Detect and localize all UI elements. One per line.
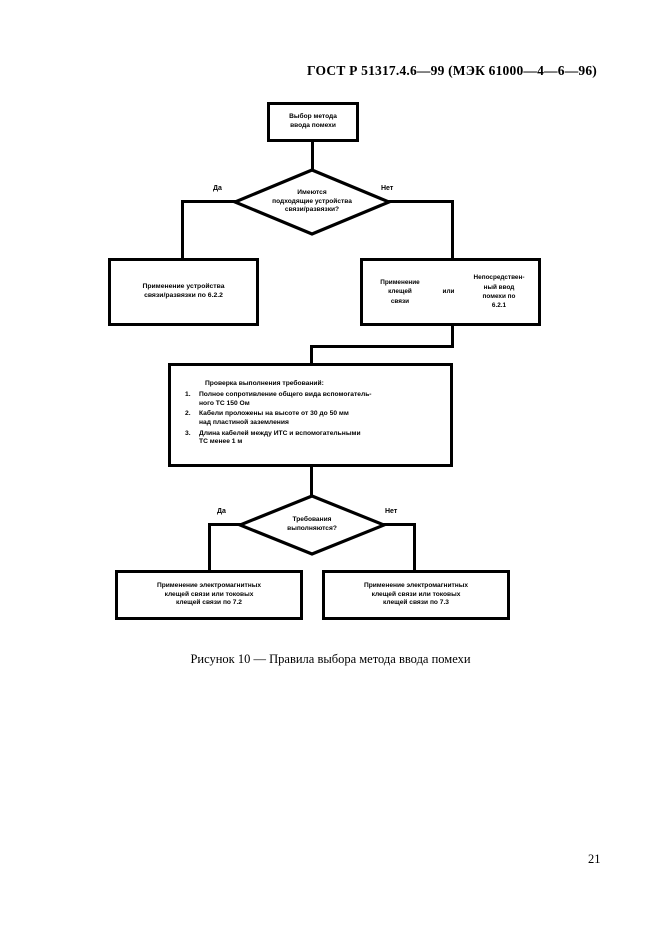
flow-node-result-clause-7-2: Применение электромагнитных клещей связи… — [115, 570, 303, 620]
start-line-1: Выбор метода — [289, 113, 337, 121]
figure-caption: Рисунок 10 — Правила выбора метода ввода… — [190, 652, 471, 666]
diamond-shape-icon — [233, 168, 391, 236]
requirement-line-2: ТС менее 1 м — [199, 438, 243, 446]
connector-into-check-box — [310, 345, 313, 365]
check-box-requirements-list: 1. Полное сопротивление общего вида вспо… — [185, 391, 450, 447]
page-number: 21 — [588, 852, 601, 866]
clamp-conjunction: или — [442, 288, 455, 296]
check-requirement-item: 3. Длина кабелей между ИТС и вспомогател… — [185, 430, 450, 448]
connector-clamp-left — [310, 345, 454, 348]
clamp-left-line-2: клещей — [388, 288, 412, 296]
connector-decision2-no-vertical — [413, 523, 416, 572]
result-left-line-2: клещей связи или токовых — [164, 590, 254, 598]
clamp-right-line-1: Непосредствен- — [473, 274, 525, 282]
requirement-number: 1. — [185, 391, 191, 399]
coupling-line-2: связи/развязки по 6.2.2 — [144, 292, 223, 299]
clamp-right-line-4: 6.2.1 — [491, 302, 507, 310]
start-line-2: ввода помехи — [290, 122, 336, 129]
check-requirement-item: 1. Полное сопротивление общего вида вспо… — [185, 391, 450, 409]
clamp-left-line-1: Применение — [380, 279, 420, 287]
check-requirement-item: 2. Кабели проложены на высоте от 30 до 5… — [185, 410, 450, 428]
flow-node-result-clause-7-3: Применение электромагнитных клещей связи… — [322, 570, 510, 620]
flow-node-decision-requirements-met: Требования выполняются? — [238, 494, 386, 556]
clamp-option-left: Применение клещей связи — [369, 278, 431, 306]
connector-decision1-no-horizontal — [388, 200, 454, 203]
connector-decision1-yes-vertical — [181, 200, 184, 260]
result-right-line-1: Применение электромагнитных — [363, 582, 469, 590]
result-right-line-2: клещей связи или токовых — [371, 590, 461, 598]
clamp-option-right: Непосредствен- ный ввод помехи по 6.2.1 — [466, 273, 532, 310]
coupling-line-1: Применение устройства — [142, 283, 225, 291]
decision1-yes-label: Да — [213, 185, 222, 192]
diamond-shape-icon — [238, 494, 386, 556]
requirement-line-1: Длина кабелей между ИТС и вспомогательны… — [199, 429, 361, 437]
connector-decision2-yes-horizontal — [208, 523, 241, 526]
connector-decision1-yes-horizontal — [181, 200, 236, 203]
decision2-yes-label: Да — [217, 508, 226, 515]
result-right-line-3: клещей связи по 7.3 — [383, 599, 449, 607]
connector-clamp-down — [451, 326, 454, 348]
decision1-no-label: Нет — [381, 185, 394, 192]
clamp-left-line-3: связи — [390, 297, 410, 305]
requirement-number: 3. — [185, 429, 191, 437]
result-left-line-1: Применение электромагнитных — [156, 582, 262, 590]
flow-node-requirements-check: Проверка выполнения требований: 1. Полно… — [168, 363, 453, 467]
clamp-right-line-3: помехи по — [482, 293, 516, 300]
clamp-right-line-2: ный ввод — [483, 283, 515, 291]
requirement-number: 2. — [185, 410, 191, 418]
requirement-line-1: Полное сопротивление общего вида вспомог… — [199, 391, 372, 399]
document-header-standard-reference: ГОСТ Р 51317.4.6—99 (МЭК 61000—4—6—96) — [307, 63, 597, 78]
flow-node-start: Выбор метода ввода помехи — [267, 102, 359, 142]
flow-node-coupling-decoupling-device: Применение устройства связи/развязки по … — [108, 258, 259, 326]
flowchart-figure-10: Выбор метода ввода помехи Имеются подход… — [108, 102, 541, 620]
connector-start-to-decision1 — [311, 141, 314, 170]
result-left-line-3: клещей связи по 7.2 — [176, 599, 242, 607]
requirement-line-1: Кабели проложены на высоте от 30 до 50 м… — [199, 410, 349, 418]
check-box-title: Проверка выполнения требований: — [205, 380, 324, 387]
flow-node-decision-coupling-available: Имеются подходящие устройства связи/разв… — [233, 168, 391, 236]
connector-check-to-decision2 — [310, 467, 313, 497]
connector-decision2-yes-vertical — [208, 523, 211, 572]
requirement-line-2: над пластиной заземления — [199, 419, 289, 427]
connector-decision1-no-vertical — [451, 200, 454, 260]
requirement-line-2: ного ТС 150 Ом — [199, 400, 250, 408]
connector-decision2-no-horizontal — [383, 523, 416, 526]
decision2-no-label: Нет — [385, 508, 398, 515]
flow-node-clamp-or-direct-injection: Применение клещей связи или Непосредстве… — [360, 258, 541, 326]
